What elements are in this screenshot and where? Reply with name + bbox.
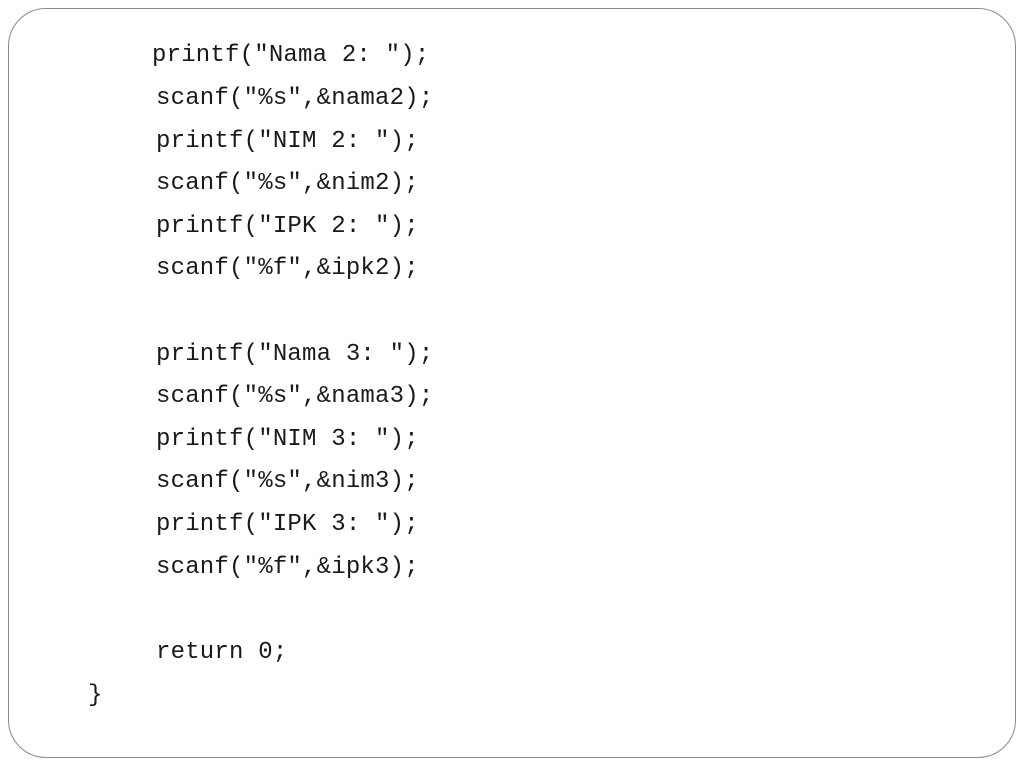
code-line: scanf("%f",&ipk3); [156,554,419,581]
code-line: scanf("%s",&nim3); [156,468,419,495]
code-line-closing-brace: } [88,682,103,709]
code-line: return 0; [156,639,288,666]
code-line: printf("Nama 2: "); [152,42,430,69]
code-line: printf("Nama 3: "); [156,341,434,368]
code-line: printf("NIM 3: "); [156,426,419,453]
slide-frame [8,8,1016,758]
code-line: printf("IPK 2: "); [156,213,419,240]
code-line: scanf("%s",&nim2); [156,170,419,197]
code-line: printf("IPK 3: "); [156,511,419,538]
code-line: scanf("%f",&ipk2); [156,255,419,282]
code-line: scanf("%s",&nama2); [156,85,434,112]
code-line: printf("NIM 2: "); [156,128,419,155]
code-line: scanf("%s",&nama3); [156,383,434,410]
